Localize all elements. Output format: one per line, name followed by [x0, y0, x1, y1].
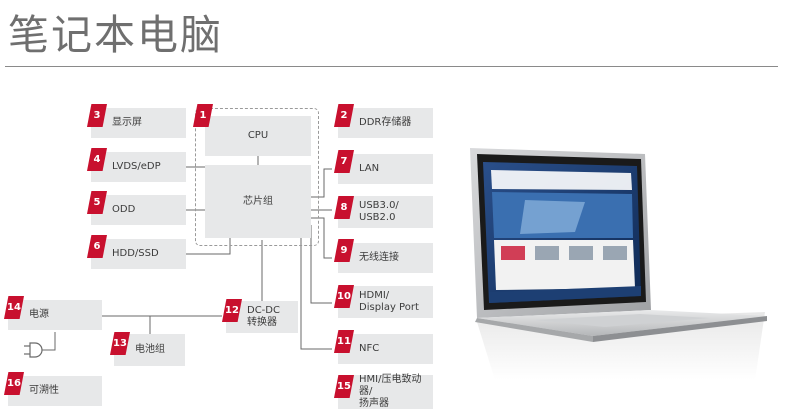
hdmi-displayport-block: HDMI/ Display Port: [338, 286, 433, 318]
block-number-badge: 2: [334, 104, 354, 127]
block-label: 可溯性: [29, 385, 59, 396]
block-label: ODD: [112, 204, 136, 215]
block-label: 无线连接: [359, 252, 399, 263]
block-label: DDR存储器: [359, 117, 412, 128]
usb-block: USB3.0/ USB2.0: [338, 196, 433, 228]
block-number-badge: 9: [334, 239, 354, 262]
block-number-badge: 4: [87, 148, 107, 171]
block-label: USB3.0/ USB2.0: [359, 200, 399, 223]
power-supply-block: 电源: [8, 300, 102, 330]
block-label: 芯片组: [243, 195, 273, 207]
wireless-connectivity-block: 无线连接: [338, 243, 433, 273]
block-number-badge: 14: [4, 296, 24, 319]
title-divider: [5, 66, 778, 67]
block-number-badge: 15: [334, 375, 354, 398]
block-number-badge: 1: [193, 104, 213, 127]
block-label: 电池组: [135, 344, 165, 355]
block-label: HDD/SSD: [112, 248, 159, 259]
block-number-badge: 3: [87, 104, 107, 127]
lvds-edp-block: LVDS/eDP: [91, 152, 186, 182]
block-label: 电源: [29, 309, 49, 320]
block-number-badge: 5: [87, 191, 107, 214]
block-number-badge: 16: [4, 372, 24, 395]
display-block: 显示屏: [91, 108, 186, 138]
traceability-block: 可溯性: [8, 376, 102, 406]
odd-block: ODD: [91, 195, 186, 225]
power-plug-icon: [24, 342, 43, 358]
block-number-badge: 8: [334, 196, 354, 219]
block-label: 显示屏: [112, 117, 142, 128]
block-number-badge: 10: [334, 285, 354, 308]
cpu-chipset-group-outline: [195, 108, 319, 246]
block-number-badge: 6: [87, 235, 107, 258]
block-label: LAN: [359, 163, 380, 174]
block-label: CPU: [247, 130, 269, 141]
block-label: HMI/压电致动器/ 扬声器: [359, 374, 422, 409]
laptop-illustration: [470, 148, 767, 380]
page-title: 笔记本电脑: [8, 11, 223, 59]
block-label: LVDS/eDP: [112, 161, 161, 172]
lan-block: LAN: [338, 154, 433, 184]
block-label: HDMI/ Display Port: [359, 290, 419, 313]
block-number-badge: 13: [110, 332, 130, 355]
chipset-block: 芯片组: [205, 165, 311, 238]
cpu-block: CPU: [205, 116, 311, 156]
nfc-block: NFC: [338, 334, 433, 364]
block-number-badge: 11: [334, 330, 354, 353]
hdd-ssd-block: HDD/SSD: [91, 239, 186, 269]
block-number-badge: 12: [222, 299, 242, 322]
hmi-piezo-speaker-block: HMI/压电致动器/ 扬声器: [338, 374, 433, 409]
block-label: NFC: [359, 343, 380, 354]
ddr-memory-block: DDR存储器: [338, 108, 433, 138]
block-label: DC-DC 转换器: [247, 305, 280, 328]
block-number-badge: 7: [334, 150, 354, 173]
